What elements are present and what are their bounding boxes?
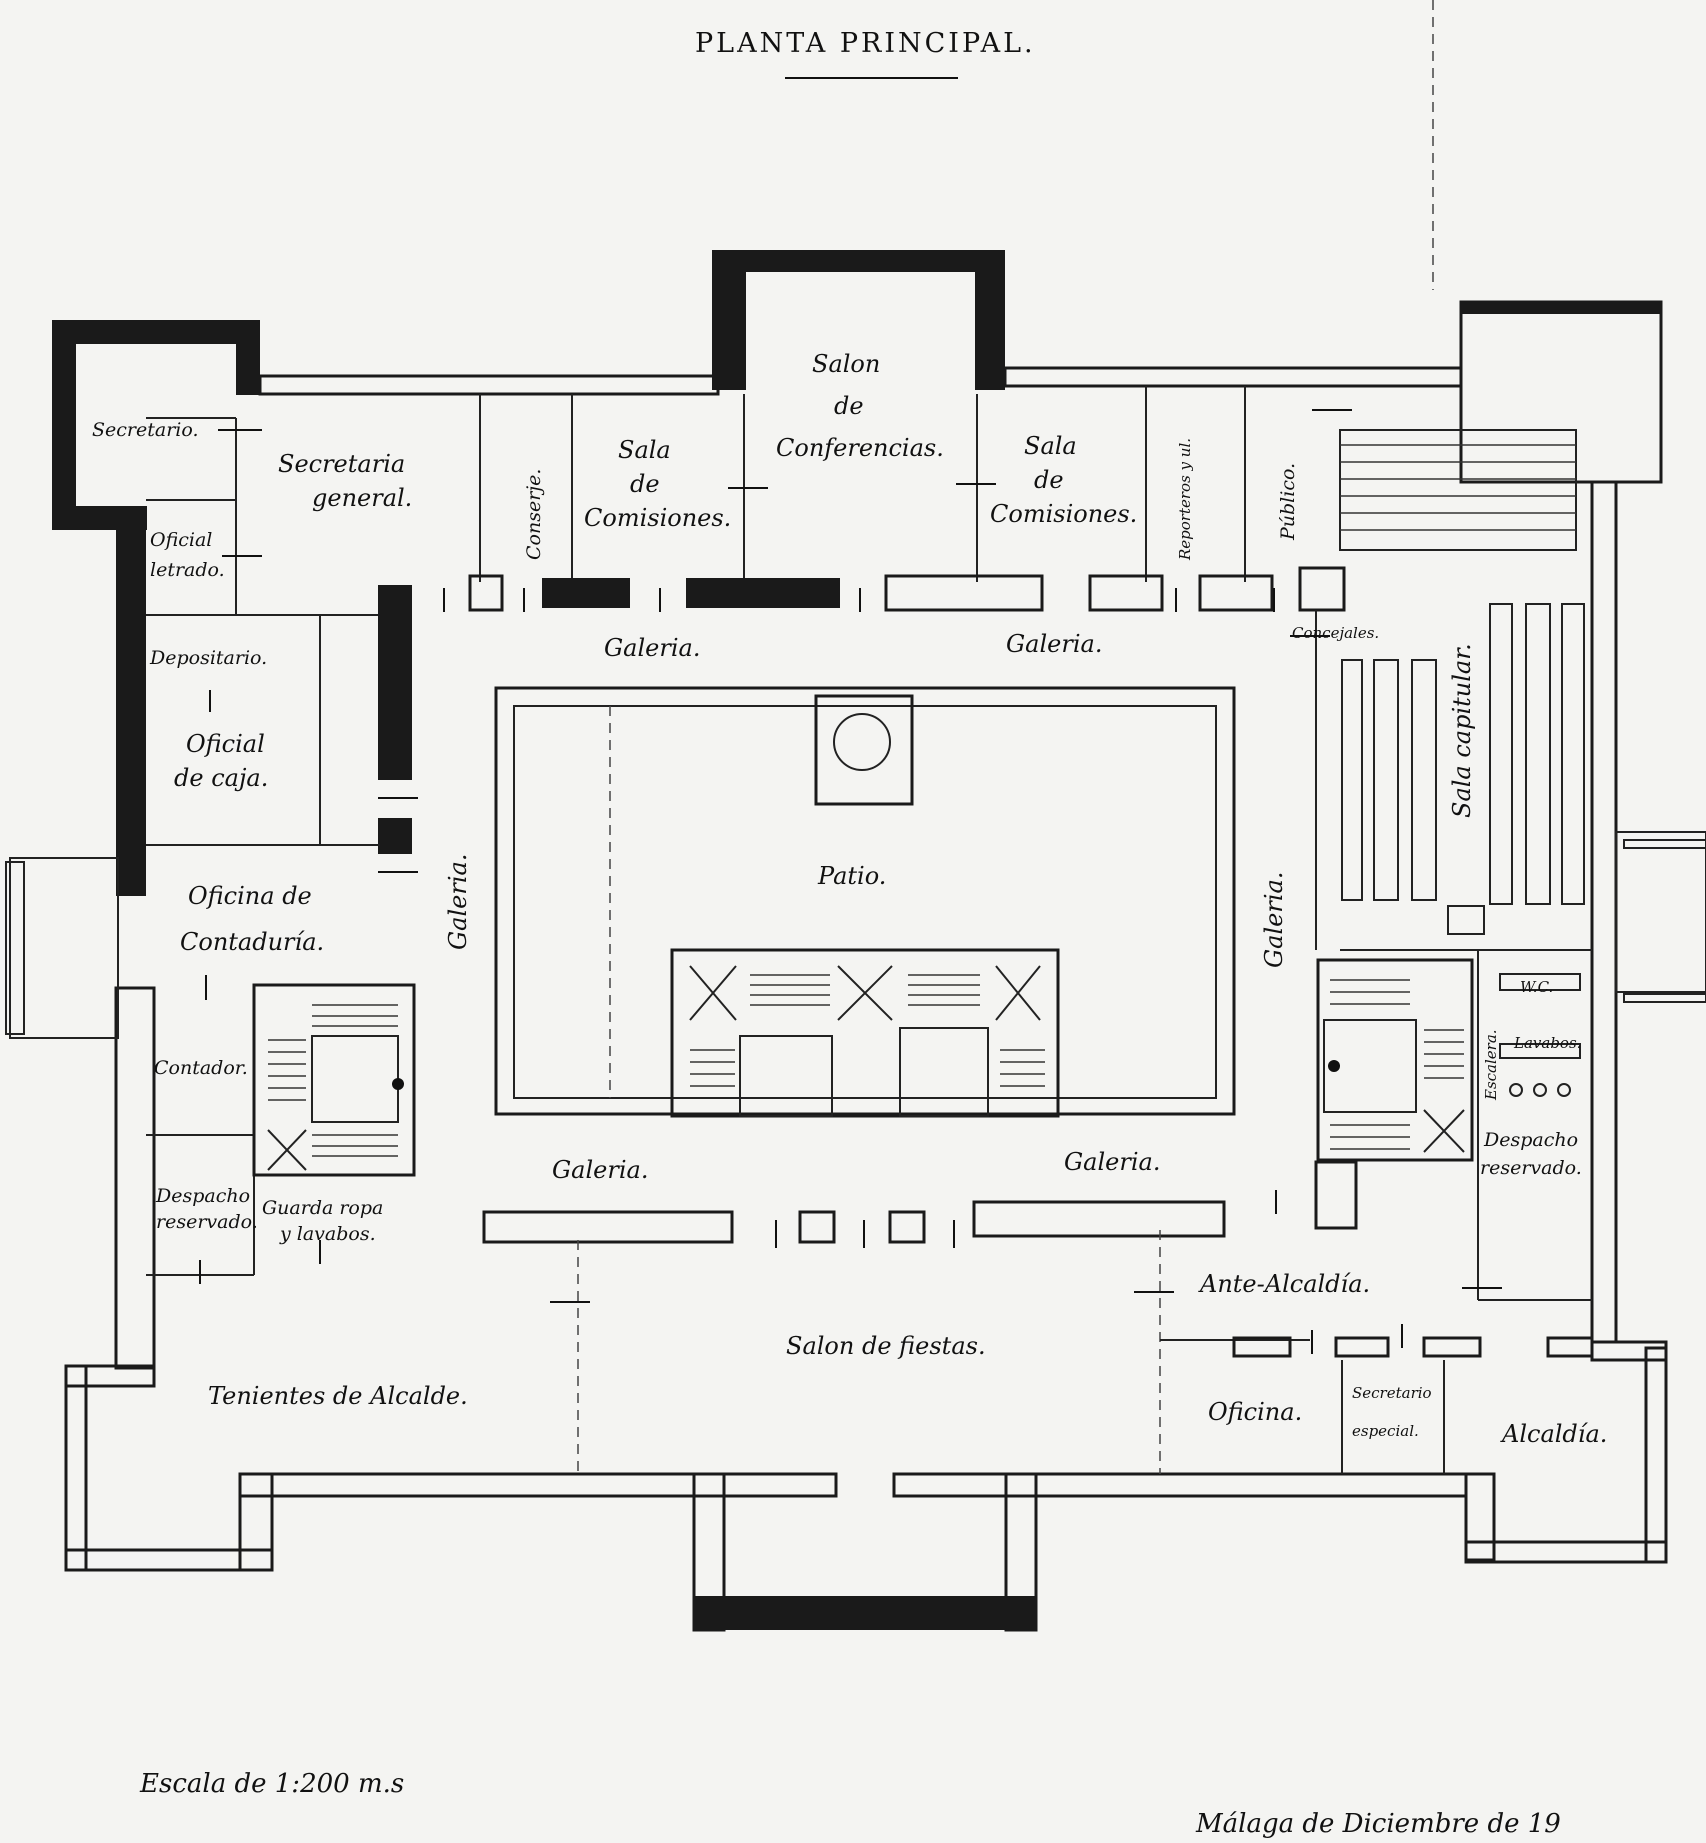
washroom-fixtures xyxy=(1499,973,1581,1097)
label-wc: W.C. xyxy=(1520,978,1553,996)
label-oficina-contaduria-2: Contaduría. xyxy=(180,928,324,956)
label-oficial-caja-2: de caja. xyxy=(174,764,268,792)
label-oficina: Oficina. xyxy=(1208,1398,1302,1426)
label-despacho-reservado-left-2: reservado. xyxy=(156,1211,258,1233)
label-contador: Contador. xyxy=(154,1057,248,1079)
label-sala-comisiones-right-1: Sala xyxy=(1024,432,1077,460)
label-oficial-caja-1: Oficial xyxy=(186,730,265,758)
scale-note: Escala de 1:200 m.s xyxy=(139,1769,404,1799)
label-depositario: Depositario. xyxy=(149,647,267,669)
label-tenientes-alcalde: Tenientes de Alcalde. xyxy=(208,1382,468,1410)
label-despacho-reservado-right-1: Despacho xyxy=(1483,1129,1578,1151)
label-sala-comisiones-left-2: de xyxy=(630,470,660,498)
label-oficial-letrado-1: Oficial xyxy=(150,529,212,551)
label-sala-comisiones-left-3: Comisiones. xyxy=(584,504,731,532)
label-reporteros: Reporteros y ul. xyxy=(1176,438,1194,561)
label-secretaria-general-1: Secretaria xyxy=(278,450,405,478)
label-sala-capitular: Sala capitular. xyxy=(1448,643,1476,818)
label-patio: Patio. xyxy=(817,862,886,890)
spiral-stair-icon xyxy=(833,713,891,771)
patio-walls xyxy=(494,686,1236,1118)
label-salon-conferencias-1: Salon xyxy=(812,350,880,378)
label-oficina-contaduria-1: Oficina de xyxy=(188,882,312,910)
label-publico: Público. xyxy=(1277,463,1299,541)
outer-walls xyxy=(5,250,1706,1632)
label-secretario-especial-2: especial. xyxy=(1352,1422,1419,1440)
interior-walls xyxy=(146,386,1594,1474)
label-conserje: Conserje. xyxy=(523,469,545,560)
left-staircase xyxy=(252,983,416,1177)
council-benches xyxy=(1339,429,1592,1160)
label-secretaria-general-2: general. xyxy=(312,484,412,512)
label-alcaldia: Alcaldía. xyxy=(1500,1420,1607,1448)
label-galeria-bottom-left: Galeria. xyxy=(552,1156,648,1184)
label-sala-comisiones-left-1: Sala xyxy=(618,436,671,464)
label-despacho-reservado-left-1: Despacho xyxy=(155,1185,250,1207)
right-staircase xyxy=(1316,958,1474,1162)
label-salon-conferencias-2: de xyxy=(834,392,864,420)
label-oficial-letrado-2: letrado. xyxy=(150,559,225,581)
label-galeria-top-left: Galeria. xyxy=(604,634,700,662)
room-labels: Secretario. Secretaria general. Oficial … xyxy=(92,350,1607,1448)
stair-treads xyxy=(690,974,1045,1087)
plan-title: PLANTA PRINCIPAL. xyxy=(695,28,1036,59)
label-escalera: Escalera. xyxy=(1482,1029,1500,1101)
label-secretario: Secretario. xyxy=(92,419,199,441)
label-salon-fiestas: Salon de fiestas. xyxy=(786,1332,986,1360)
label-salon-conferencias-3: Conferencias. xyxy=(776,434,944,462)
place-date-note: Málaga de Diciembre de 19 xyxy=(1195,1809,1561,1839)
label-lavabos: Lavabos. xyxy=(1513,1034,1581,1052)
label-galeria-bottom-right: Galeria. xyxy=(1064,1148,1160,1176)
label-concejales: Concejales. xyxy=(1292,624,1379,642)
label-guarda-ropa-1: Guarda ropa xyxy=(262,1197,383,1219)
label-galeria-right: Galeria. xyxy=(1260,872,1288,968)
label-guarda-ropa-2: y lavabos. xyxy=(279,1223,376,1245)
label-sala-comisiones-right-3: Comisiones. xyxy=(990,500,1137,528)
label-galeria-top-right: Galeria. xyxy=(1006,630,1102,658)
label-sala-comisiones-right-2: de xyxy=(1034,466,1064,494)
label-secretario-especial-1: Secretario xyxy=(1352,1384,1432,1402)
door-arrows xyxy=(199,409,1502,1354)
label-galeria-left: Galeria. xyxy=(444,854,472,950)
label-despacho-reservado-right-2: reservado. xyxy=(1480,1157,1582,1179)
label-ante-alcaldia: Ante-Alcaldía. xyxy=(1198,1270,1370,1298)
